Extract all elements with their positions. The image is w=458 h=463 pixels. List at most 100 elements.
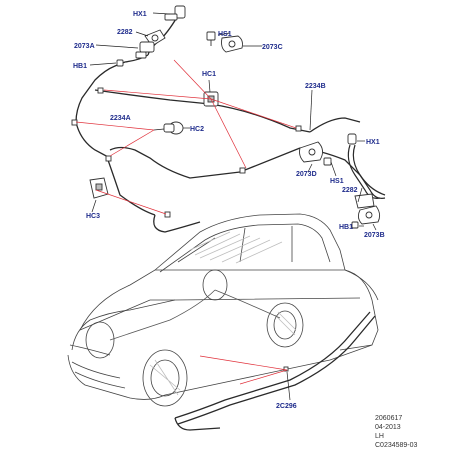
vehicle-shoulder (71, 297, 361, 351)
callout-hc3[interactable]: HC3 (86, 213, 100, 220)
reference-number: 2060617 (375, 415, 402, 422)
leader-hc1-red-3 (210, 98, 247, 169)
callout-hb1-left[interactable]: HB1 (73, 63, 87, 70)
underbody-pipe-front (174, 417, 221, 431)
leader-2234a-grommet (153, 128, 165, 131)
sensor-connector-icon (347, 133, 357, 145)
leader-hc1-red-2 (103, 89, 212, 100)
callout-2234a[interactable]: 2234A (110, 115, 131, 122)
leader-hc1 (208, 79, 211, 93)
callout-hx1-right[interactable]: HX1 (366, 139, 380, 146)
leader-2c296-red-1 (199, 355, 288, 371)
bracket-icon (354, 193, 375, 209)
vehicle-front-disc-hatch (149, 359, 181, 396)
reference-date: 04-2013 (375, 424, 401, 431)
vehicle-hood-line (79, 299, 175, 331)
vehicle-rear-hatch (344, 269, 379, 301)
reference-code: C0234589-03 (375, 442, 418, 449)
brake-pipe-upper (109, 146, 301, 179)
leader-hc1-red-1 (173, 59, 212, 100)
callout-hx1-top[interactable]: HX1 (133, 11, 147, 18)
leader-2073a (95, 44, 139, 49)
leader-2073b (372, 223, 377, 231)
tube-right-sensor (347, 144, 381, 199)
callout-hc2[interactable]: HC2 (190, 126, 204, 133)
leader-2c296-red-2 (239, 369, 288, 385)
sensor-harness (75, 11, 386, 431)
callout-2234b[interactable]: 2234B (305, 83, 326, 90)
harness-left-lower (75, 121, 111, 159)
clip-icon (351, 221, 359, 229)
vehicle-rear-wheel (266, 302, 304, 348)
callout-2282-right[interactable]: 2282 (342, 187, 358, 194)
sensor-connector-icon (135, 41, 155, 59)
leader-hb1-left (89, 62, 117, 66)
clip-icon (206, 31, 216, 46)
vehicle-pillar-a (177, 237, 216, 263)
leader-hc3 (91, 199, 97, 213)
vehicle-inner-rear-wheel (202, 269, 228, 301)
vehicle-front-hub (150, 359, 180, 397)
brake-pipe-hc3 (107, 159, 156, 216)
leader-hs1-top (217, 32, 231, 36)
clip-icon (323, 157, 332, 166)
vehicle-window-line (159, 223, 331, 273)
vehicle-icon (67, 213, 379, 407)
vehicle-front-wheel (142, 349, 188, 407)
callout-2073a[interactable]: 2073A (74, 43, 95, 50)
harness-left-run (75, 54, 149, 123)
leader-2234a-red-1 (75, 121, 155, 131)
callout-2c296[interactable]: 2C296 (276, 403, 297, 410)
underbody-pipe-2 (177, 315, 376, 425)
vehicle-front-bumper (67, 354, 166, 400)
leader-2234a-red-2 (109, 129, 155, 157)
callout-hs1-right[interactable]: HS1 (330, 178, 344, 185)
grommet-icon (163, 121, 184, 135)
callout-labels: HX1 2282 2073A HB1 HS1 2073C HC1 2234B 2… (73, 11, 385, 410)
vehicle-grille (71, 361, 126, 389)
reference-side: LH (375, 433, 384, 440)
leader-lines (75, 12, 377, 401)
tube-right-sensor-2 (352, 144, 386, 199)
vehicle-rear-disc-hatch (274, 311, 297, 336)
leader-hc1-red-4 (210, 98, 297, 129)
vehicle-sill (164, 344, 373, 396)
leader-hx1-top (152, 12, 171, 15)
underbody-pipe-1 (174, 311, 371, 419)
callout-hb1-right[interactable]: HB1 (339, 224, 353, 231)
vehicle-rear-hub (273, 310, 297, 340)
callout-hc1[interactable]: HC1 (202, 71, 216, 78)
leader-2c296 (286, 371, 291, 401)
leader-2282-top (135, 31, 149, 37)
vehicle-inner-front-wheel (85, 321, 115, 359)
sensor-connector-icon (357, 205, 381, 225)
vehicle-pillar-b (239, 227, 246, 263)
vehicle-roofline (154, 213, 346, 271)
sensor-connector-icon (164, 5, 186, 21)
reference-block: 2060617 04-2013 LH C0234589-03 (375, 415, 418, 449)
brake-pipe-hc3-loop (153, 214, 201, 233)
callout-2073c[interactable]: 2073C (262, 44, 283, 51)
vehicle-internal-harness (109, 289, 216, 341)
leader-2234b (309, 89, 313, 131)
callout-2073d[interactable]: 2073D (296, 171, 317, 178)
vehicle-beltline (79, 269, 379, 351)
leader-hs1-right (330, 161, 337, 177)
clip-icon (89, 177, 109, 199)
callout-2073b[interactable]: 2073B (364, 232, 385, 239)
sensor-connector-icon (299, 141, 323, 163)
clip-icon (71, 87, 302, 372)
vehicle-internal-harness-rear (214, 289, 281, 319)
leader-2282-right (357, 187, 363, 203)
vehicle-roof-hatch (189, 231, 283, 264)
harness-right-run (309, 117, 361, 133)
sensor-connector-icon (221, 35, 243, 53)
callout-2282-top[interactable]: 2282 (117, 29, 133, 36)
leader-hc3-red (95, 189, 167, 215)
leader-2073d (307, 163, 313, 173)
clip-icon (116, 59, 124, 67)
vehicle-headlamp (69, 344, 111, 356)
callout-hs1-top[interactable]: HS1 (218, 31, 232, 38)
